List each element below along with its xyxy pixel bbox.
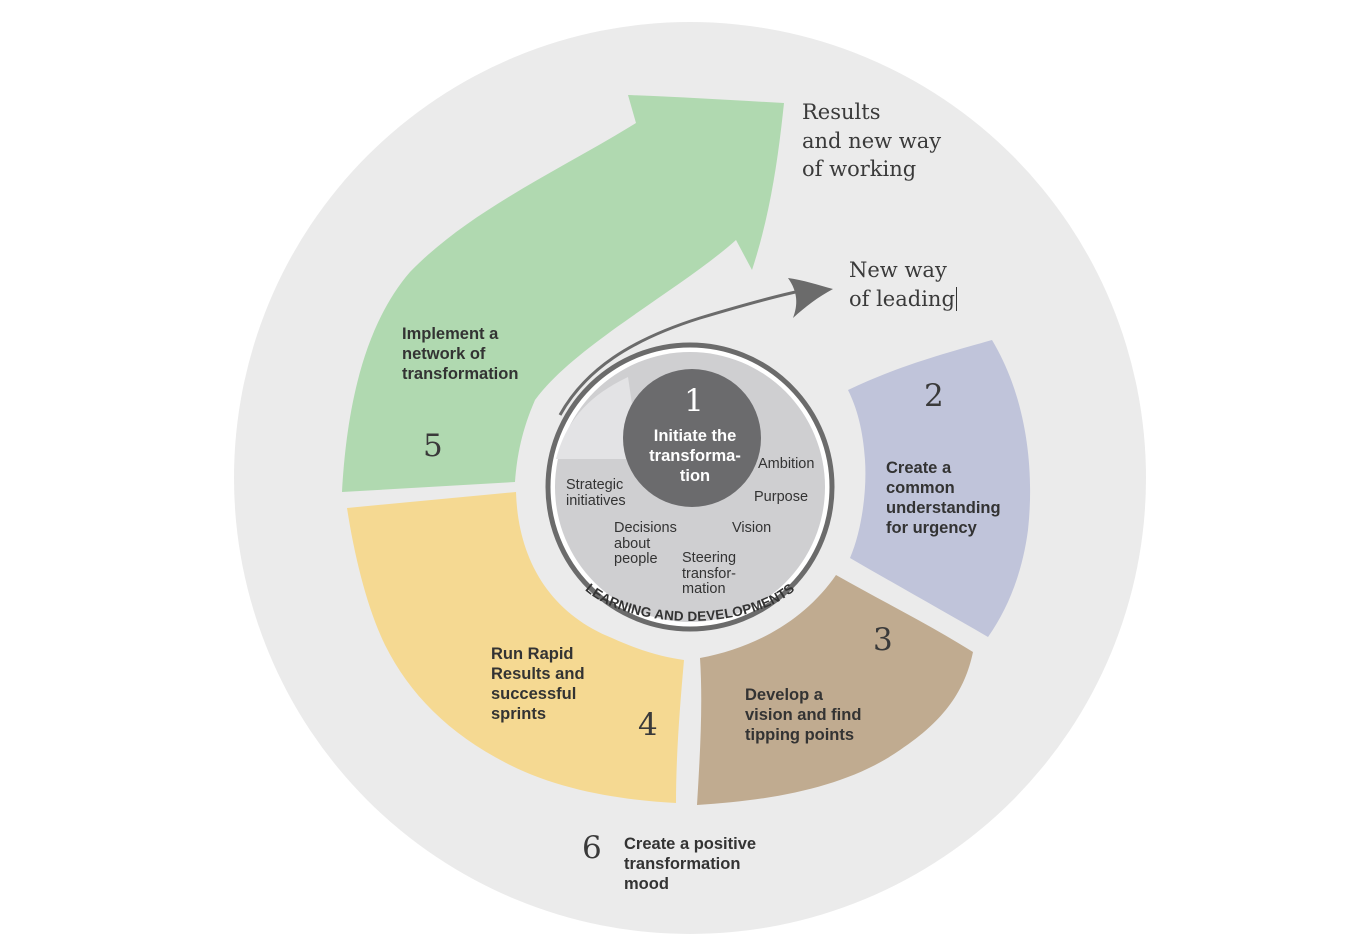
stage-5-line: Implement a xyxy=(402,325,499,343)
stage-4-line: successful xyxy=(491,685,577,703)
stage-2-segment xyxy=(848,340,1031,637)
leading-arrow-line xyxy=(558,288,806,416)
core-item-line: Steering xyxy=(682,550,737,566)
stage-4-line: sprints xyxy=(491,705,547,723)
outcome-leading-line: of leading xyxy=(849,285,957,314)
stage-2-line: Create a xyxy=(886,459,952,477)
core-item-line: Decisions xyxy=(614,520,677,536)
outcome-leading-text: of leading xyxy=(849,286,955,311)
core-item-line: about xyxy=(614,535,651,552)
stage-6-number: 6 xyxy=(582,830,602,866)
stage-6-line: mood xyxy=(624,875,669,893)
stage-3-number: 3 xyxy=(873,622,893,658)
stage-2-line: for urgency xyxy=(886,519,977,537)
stage-4-label: Run Rapid Results and successful sprints xyxy=(491,644,585,724)
stage-6-line: Create a positive xyxy=(624,835,757,853)
outcome-leading-label: New way of leading xyxy=(849,256,957,313)
stage-2-line: understanding xyxy=(886,499,1001,517)
core-item-decisions: Decisions about people xyxy=(614,520,677,568)
core-item-steering: Steering transfor- mation xyxy=(682,550,737,598)
stage-3-label: Develop a vision and find tipping points xyxy=(745,685,861,745)
leading-arrow-head xyxy=(788,278,833,318)
stage-3-line: tipping points xyxy=(745,726,855,744)
core-item-vision: Vision xyxy=(732,520,772,536)
stage-6-label: Create a positive transformation mood xyxy=(624,834,756,894)
outcome-results-label: Results and new way of working xyxy=(802,98,941,184)
core-item-line: mation xyxy=(682,581,726,597)
stage-2-line: common xyxy=(886,479,955,497)
core-upper-left-highlight xyxy=(556,377,640,459)
outcome-results-line: Results xyxy=(802,100,881,124)
outcome-results-line: and new way xyxy=(802,128,942,153)
core-item-strategic: Strategic initiatives xyxy=(566,477,626,509)
stage-3-line: vision and find xyxy=(745,706,862,724)
stage-2-number: 2 xyxy=(924,378,944,414)
core-item-line: transfor- xyxy=(682,565,736,582)
stage-5-line: transformation xyxy=(402,365,519,383)
core-item-ambition: Ambition xyxy=(758,456,815,472)
core-title-line: Initiate the xyxy=(653,427,737,445)
stage-5-line: network of xyxy=(402,345,486,363)
stage-6-line: transformation xyxy=(624,855,741,873)
stage-2-label: Create a common understanding for urgenc… xyxy=(886,458,1001,538)
stage-3-segment xyxy=(697,575,973,805)
text-cursor xyxy=(955,286,957,311)
stage-4-number: 4 xyxy=(638,707,658,743)
core-item-line: people xyxy=(614,551,658,567)
core-number: 1 xyxy=(684,383,704,419)
core-title-line: transforma- xyxy=(649,447,741,465)
core-item-line: initiatives xyxy=(566,492,626,509)
outcome-results-line: of working xyxy=(802,157,917,181)
core-dark-disc xyxy=(623,369,761,507)
stage-5-arrow xyxy=(342,95,784,492)
stage-4-line: Run Rapid xyxy=(491,645,574,663)
stage-4-segment xyxy=(347,492,684,803)
core-item-purpose: Purpose xyxy=(754,489,809,505)
core-item-line: Strategic xyxy=(566,477,624,493)
stage-3-line: Develop a xyxy=(745,686,823,704)
stage-4-line: Results and xyxy=(491,665,585,683)
core-title-line: tion xyxy=(679,467,711,485)
core-title: Initiate the transforma- tion xyxy=(632,426,758,486)
outcome-leading-line: New way xyxy=(849,258,947,282)
stage-5-label: Implement a network of transformation xyxy=(402,324,518,384)
stage-5-number: 5 xyxy=(423,428,443,464)
